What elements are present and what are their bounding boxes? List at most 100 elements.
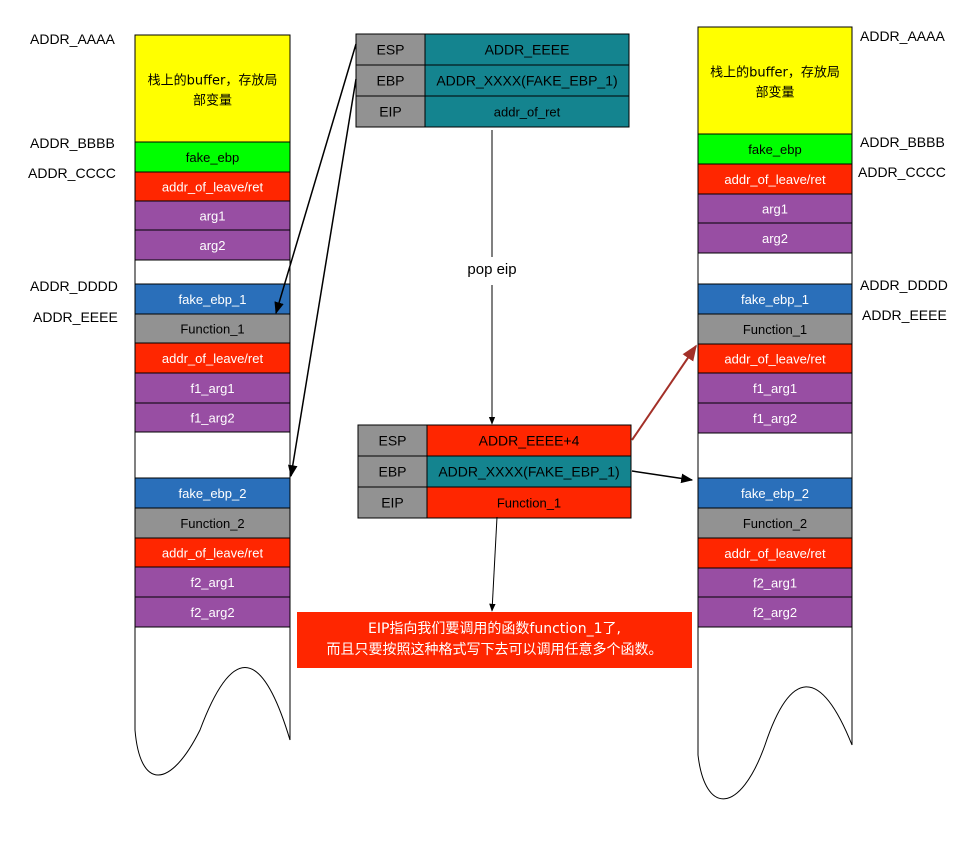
arrow-ebp-to-fake-ebp-2	[288, 78, 357, 478]
right-stack-cell-10-label: f1_arg2	[753, 411, 797, 426]
right-stack-cell-3-label: arg1	[762, 202, 788, 217]
left-stack-cell-2-label: addr_of_leave/ret	[162, 180, 264, 195]
note-box: EIP指向我们要调用的函数function_1了, 而且只要按照这种格式写下去可…	[297, 612, 692, 668]
right-stack-cell-11	[697, 432, 853, 479]
right-stack-cell-4-label: arg2	[762, 231, 788, 246]
regs-before-name-cell-2	[355, 95, 426, 128]
regs-after-name-eip: EIP	[381, 495, 404, 511]
arrow-new-esp-to-stack	[631, 344, 697, 441]
right-addr-aaaa: ADDR_AAAA	[860, 28, 945, 44]
right-stack-cell-3	[697, 193, 853, 224]
left-stack-cell-6-label: fake_ebp_1	[179, 292, 247, 307]
regs-before-value-cell-0	[424, 33, 630, 66]
right-stack-cell-5	[697, 252, 853, 285]
regs-after-value-cell-2	[426, 486, 632, 519]
right-stack-cell-12-label: fake_ebp_2	[741, 486, 809, 501]
regs-after-name-cell-2	[357, 486, 428, 519]
right-stack-cell-10	[697, 402, 853, 434]
regs-after-name-esp: ESP	[378, 433, 406, 449]
left-stack-cell-4	[134, 229, 291, 261]
right-stack-cell-0-label-line-0: 栈上的buffer，存放局	[710, 65, 840, 81]
regs-before-name-esp: ESP	[376, 42, 404, 58]
right-addr-bbbb: ADDR_BBBB	[860, 134, 945, 150]
left-stack-cell-8-label: addr_of_leave/ret	[162, 351, 264, 366]
right-stack-cell-2-label: addr_of_leave/ret	[724, 172, 826, 187]
regs-before-name-eip: EIP	[379, 104, 402, 120]
left-stack-cell-16	[134, 596, 291, 628]
arrow-new-ebp-to-stack	[631, 470, 694, 484]
regs-before-name-cell-0	[355, 33, 426, 66]
left-stack-cell-16-label: f2_arg2	[190, 605, 234, 620]
left-addr-cccc: ADDR_CCCC	[28, 165, 116, 181]
right-stack-cell-7-label: Function_1	[743, 322, 807, 337]
operation-label: pop eip	[467, 261, 516, 278]
left-stack-cell-0	[134, 34, 291, 143]
regs-before-value-ebp: ADDR_XXXX(FAKE_EBP_1)	[436, 73, 617, 89]
right-addr-eeee: ADDR_EEEE	[862, 307, 947, 323]
note-line-2: 而且只要按照这种格式写下去可以调用任意多个函数。	[326, 642, 663, 658]
regs-after-value-cell-1	[426, 455, 632, 488]
right-stack-cell-8	[697, 343, 853, 374]
right-stack-cell-16-label: f2_arg2	[753, 605, 797, 620]
left-stack-cell-3-label: arg1	[199, 209, 225, 224]
right-stack-cell-4	[697, 222, 853, 254]
left-stack-cell-7-label: Function_1	[180, 322, 244, 337]
registers-before-table: ESP ADDR_EEEE EBP ADDR_XXXX(FAKE_EBP_1) EIP a…	[355, 33, 630, 128]
regs-before-value-eip: addr_of_ret	[494, 105, 561, 120]
left-stack-cell-9	[134, 372, 291, 404]
left-stack-cell-11	[134, 431, 291, 479]
right-addr-dddd: ADDR_DDDD	[860, 277, 948, 293]
left-stack-cell-12-label: fake_ebp_2	[179, 486, 247, 501]
right-stack-cell-0-label-line-1: 部变量	[755, 85, 794, 101]
regs-before-value-cell-1	[424, 64, 630, 97]
left-stack-cell-0-label-line-1: 部变量	[193, 93, 232, 109]
left-addr-eeee: ADDR_EEEE	[33, 309, 118, 325]
left-stack-cell-1-label: fake_ebp	[186, 150, 240, 165]
right-stack-cell-14	[697, 537, 853, 569]
left-stack-cell-0-label-line-0: 栈上的buffer，存放局	[148, 73, 278, 89]
regs-before-value-esp: ADDR_EEEE	[485, 42, 570, 58]
regs-before-name-ebp: EBP	[376, 73, 404, 89]
left-addr-bbbb: ADDR_BBBB	[30, 135, 115, 151]
left-stack-cell-14	[134, 537, 291, 568]
regs-after-value-eip: Function_1	[497, 496, 561, 511]
right-stack-cell-6-label: fake_ebp_1	[741, 292, 809, 307]
left-stack-cell-5	[134, 259, 291, 285]
left-stack-cell-13-label: Function_2	[180, 516, 244, 531]
left-stack-cell-14-label: addr_of_leave/ret	[162, 546, 264, 561]
right-stack-cell-0	[697, 26, 853, 135]
left-stack-cell-10	[134, 402, 291, 433]
right-stack-cell-15	[697, 567, 853, 598]
right-stack-cell-14-label: addr_of_leave/ret	[724, 546, 826, 561]
left-addr-aaaa: ADDR_AAAA	[30, 31, 115, 47]
right-addr-cccc: ADDR_CCCC	[858, 164, 946, 180]
left-stack-cell-13	[134, 507, 291, 539]
right-stack-cell-12	[697, 477, 853, 509]
regs-after-name-cell-1	[357, 455, 428, 488]
left-stack-cell-3	[134, 200, 291, 231]
right-stack-cell-13	[697, 507, 853, 539]
left-stack-cell-4-label: arg2	[199, 238, 225, 253]
left-stack-cell-15-label: f2_arg1	[190, 575, 234, 590]
regs-after-name-ebp: EBP	[378, 464, 406, 480]
left-stack-cell-1	[134, 141, 291, 173]
left-stack-cell-15	[134, 566, 291, 598]
right-stack-cell-13-label: Function_2	[743, 516, 807, 531]
right-stack-cell-9-label: f1_arg1	[753, 381, 797, 396]
left-stack-cell-9-label: f1_arg1	[190, 381, 234, 396]
regs-after-value-cell-0	[426, 424, 632, 457]
right-stack-cell-8-label: addr_of_leave/ret	[724, 352, 826, 367]
left-stack-cell-8	[134, 342, 291, 374]
left-addr-dddd: ADDR_DDDD	[30, 278, 118, 294]
regs-after-value-ebp: ADDR_XXXX(FAKE_EBP_1)	[438, 464, 619, 480]
right-stack-cell-1-label: fake_ebp	[748, 142, 802, 157]
regs-after-value-esp: ADDR_EEEE+4	[479, 433, 580, 449]
right-stack-cell-16	[697, 596, 853, 628]
left-stack-cell-7	[134, 313, 291, 344]
arrow-esp-to-function1	[274, 43, 357, 315]
arrow-eip-to-note	[489, 516, 498, 612]
